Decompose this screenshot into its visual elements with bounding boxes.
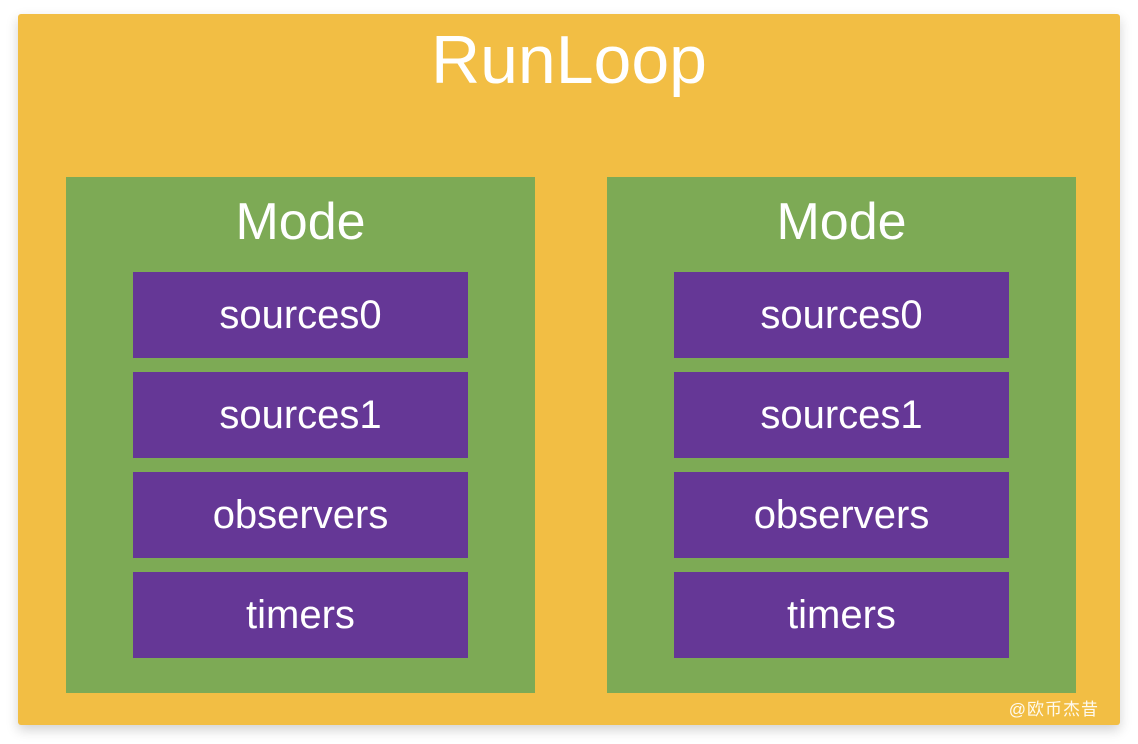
- item-timers: timers: [133, 572, 468, 658]
- mode-box-left: Mode sources0 sources1 observers timers: [66, 177, 535, 693]
- mode-items: sources0 sources1 observers timers: [674, 272, 1009, 658]
- mode-title: Mode: [235, 192, 366, 251]
- item-sources1: sources1: [133, 372, 468, 458]
- mode-title: Mode: [776, 192, 907, 251]
- watermark: @欧币杰昔: [1008, 700, 1099, 719]
- mode-items: sources0 sources1 observers timers: [133, 272, 468, 658]
- mode-box-right: Mode sources0 sources1 observers timers: [607, 177, 1076, 693]
- item-timers: timers: [674, 572, 1009, 658]
- modes-row: Mode sources0 sources1 observers timers …: [66, 177, 1076, 693]
- item-sources1: sources1: [674, 372, 1009, 458]
- runloop-diagram: RunLoop Mode sources0 sources1 observers…: [18, 14, 1120, 725]
- item-observers: observers: [674, 472, 1009, 558]
- item-sources0: sources0: [674, 272, 1009, 358]
- diagram-title: RunLoop: [430, 22, 708, 98]
- item-observers: observers: [133, 472, 468, 558]
- item-sources0: sources0: [133, 272, 468, 358]
